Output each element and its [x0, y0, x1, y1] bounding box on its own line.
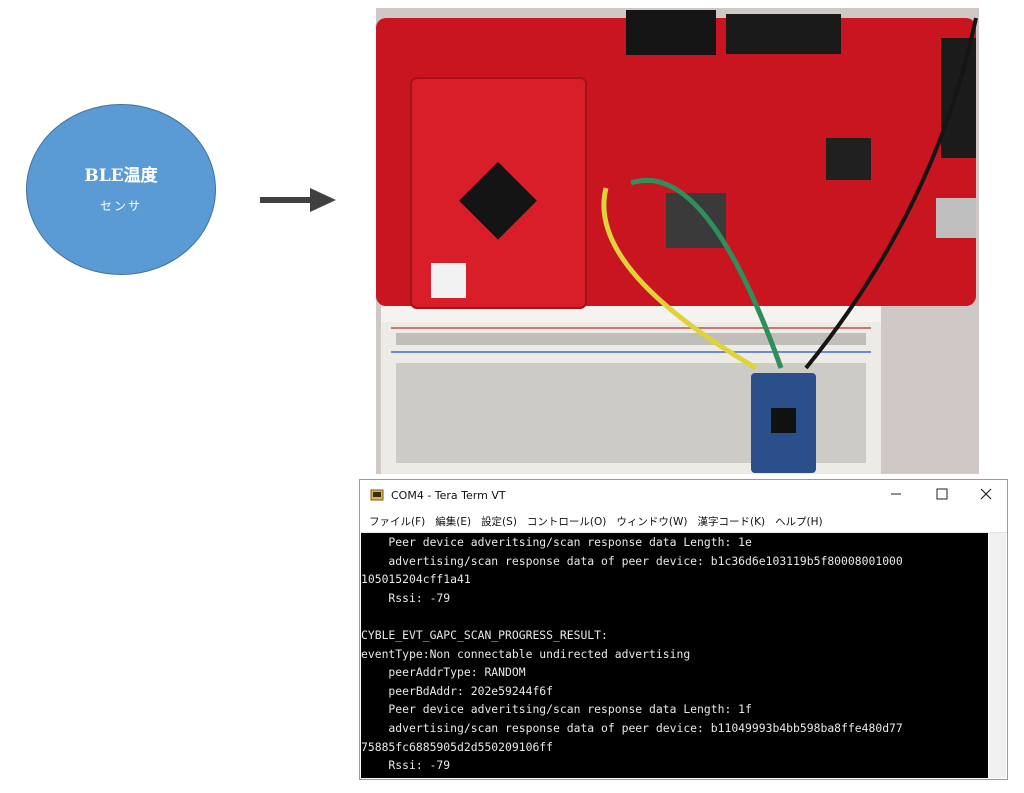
menu-file[interactable]: ファイル(F)	[369, 515, 426, 528]
terminal-line: advertising/scan response data of peer d…	[361, 553, 903, 568]
menu-edit[interactable]: 編集(E)	[435, 515, 472, 528]
title-bar[interactable]: COM4 - Tera Term VT	[360, 480, 1007, 510]
maximize-icon[interactable]	[927, 484, 957, 504]
board-illustration	[376, 8, 979, 474]
terminal-line: peerBdAddr: 202e59244f6f	[361, 683, 554, 698]
terminal-line: 75885fc6885905d2d550209106ff	[361, 739, 554, 754]
tera-term-window: COM4 - Tera Term VT ファイル(F) 編集(E) 設定(S) …	[359, 479, 1008, 780]
terminal-line: 105015204cff1a41	[361, 572, 471, 587]
terminal-line: Peer device adveritsing/scan response da…	[361, 702, 752, 717]
terminal-line: CYBLE_EVT_GAPC_SCAN_PROGRESS_RESULT:	[361, 627, 608, 642]
terminal-line: Rssi: -79	[361, 590, 451, 605]
terminal-line: advertising/scan response data of peer d…	[361, 720, 903, 735]
menu-control[interactable]: コントロール(O)	[526, 515, 607, 528]
terminal-line: Peer device adveritsing/scan response da…	[361, 535, 752, 549]
sensor-subtitle: センサ	[99, 199, 142, 213]
menu-help[interactable]: ヘルプ(H)	[775, 515, 823, 528]
menu-setup[interactable]: 設定(S)	[481, 515, 517, 528]
board-photo	[376, 8, 979, 474]
right-arrow-icon	[260, 188, 336, 212]
menu-window[interactable]: ウィンドウ(W)	[616, 515, 688, 528]
minimize-icon[interactable]	[881, 484, 911, 504]
terminal-line: Rssi: -79	[361, 758, 451, 773]
ble-sensor-circle: BLE温度 センサ	[26, 104, 216, 275]
menu-bar: ファイル(F) 編集(E) 設定(S) コントロール(O) ウィンドウ(W) 漢…	[360, 510, 1007, 533]
tera-term-app-icon	[370, 489, 384, 501]
terminal-line	[361, 607, 988, 626]
terminal-output[interactable]: Peer device adveritsing/scan response da…	[361, 533, 988, 778]
window-title: COM4 - Tera Term VT	[391, 488, 506, 502]
menu-kanji-code[interactable]: 漢字コード(K)	[697, 515, 766, 528]
vertical-scrollbar[interactable]	[989, 533, 1006, 778]
terminal-line: peerAddrType: RANDOM	[361, 665, 526, 680]
sensor-title: BLE温度	[84, 166, 158, 186]
terminal-line: eventType:Non connectable undirected adv…	[361, 646, 691, 661]
close-icon[interactable]	[971, 484, 1001, 504]
